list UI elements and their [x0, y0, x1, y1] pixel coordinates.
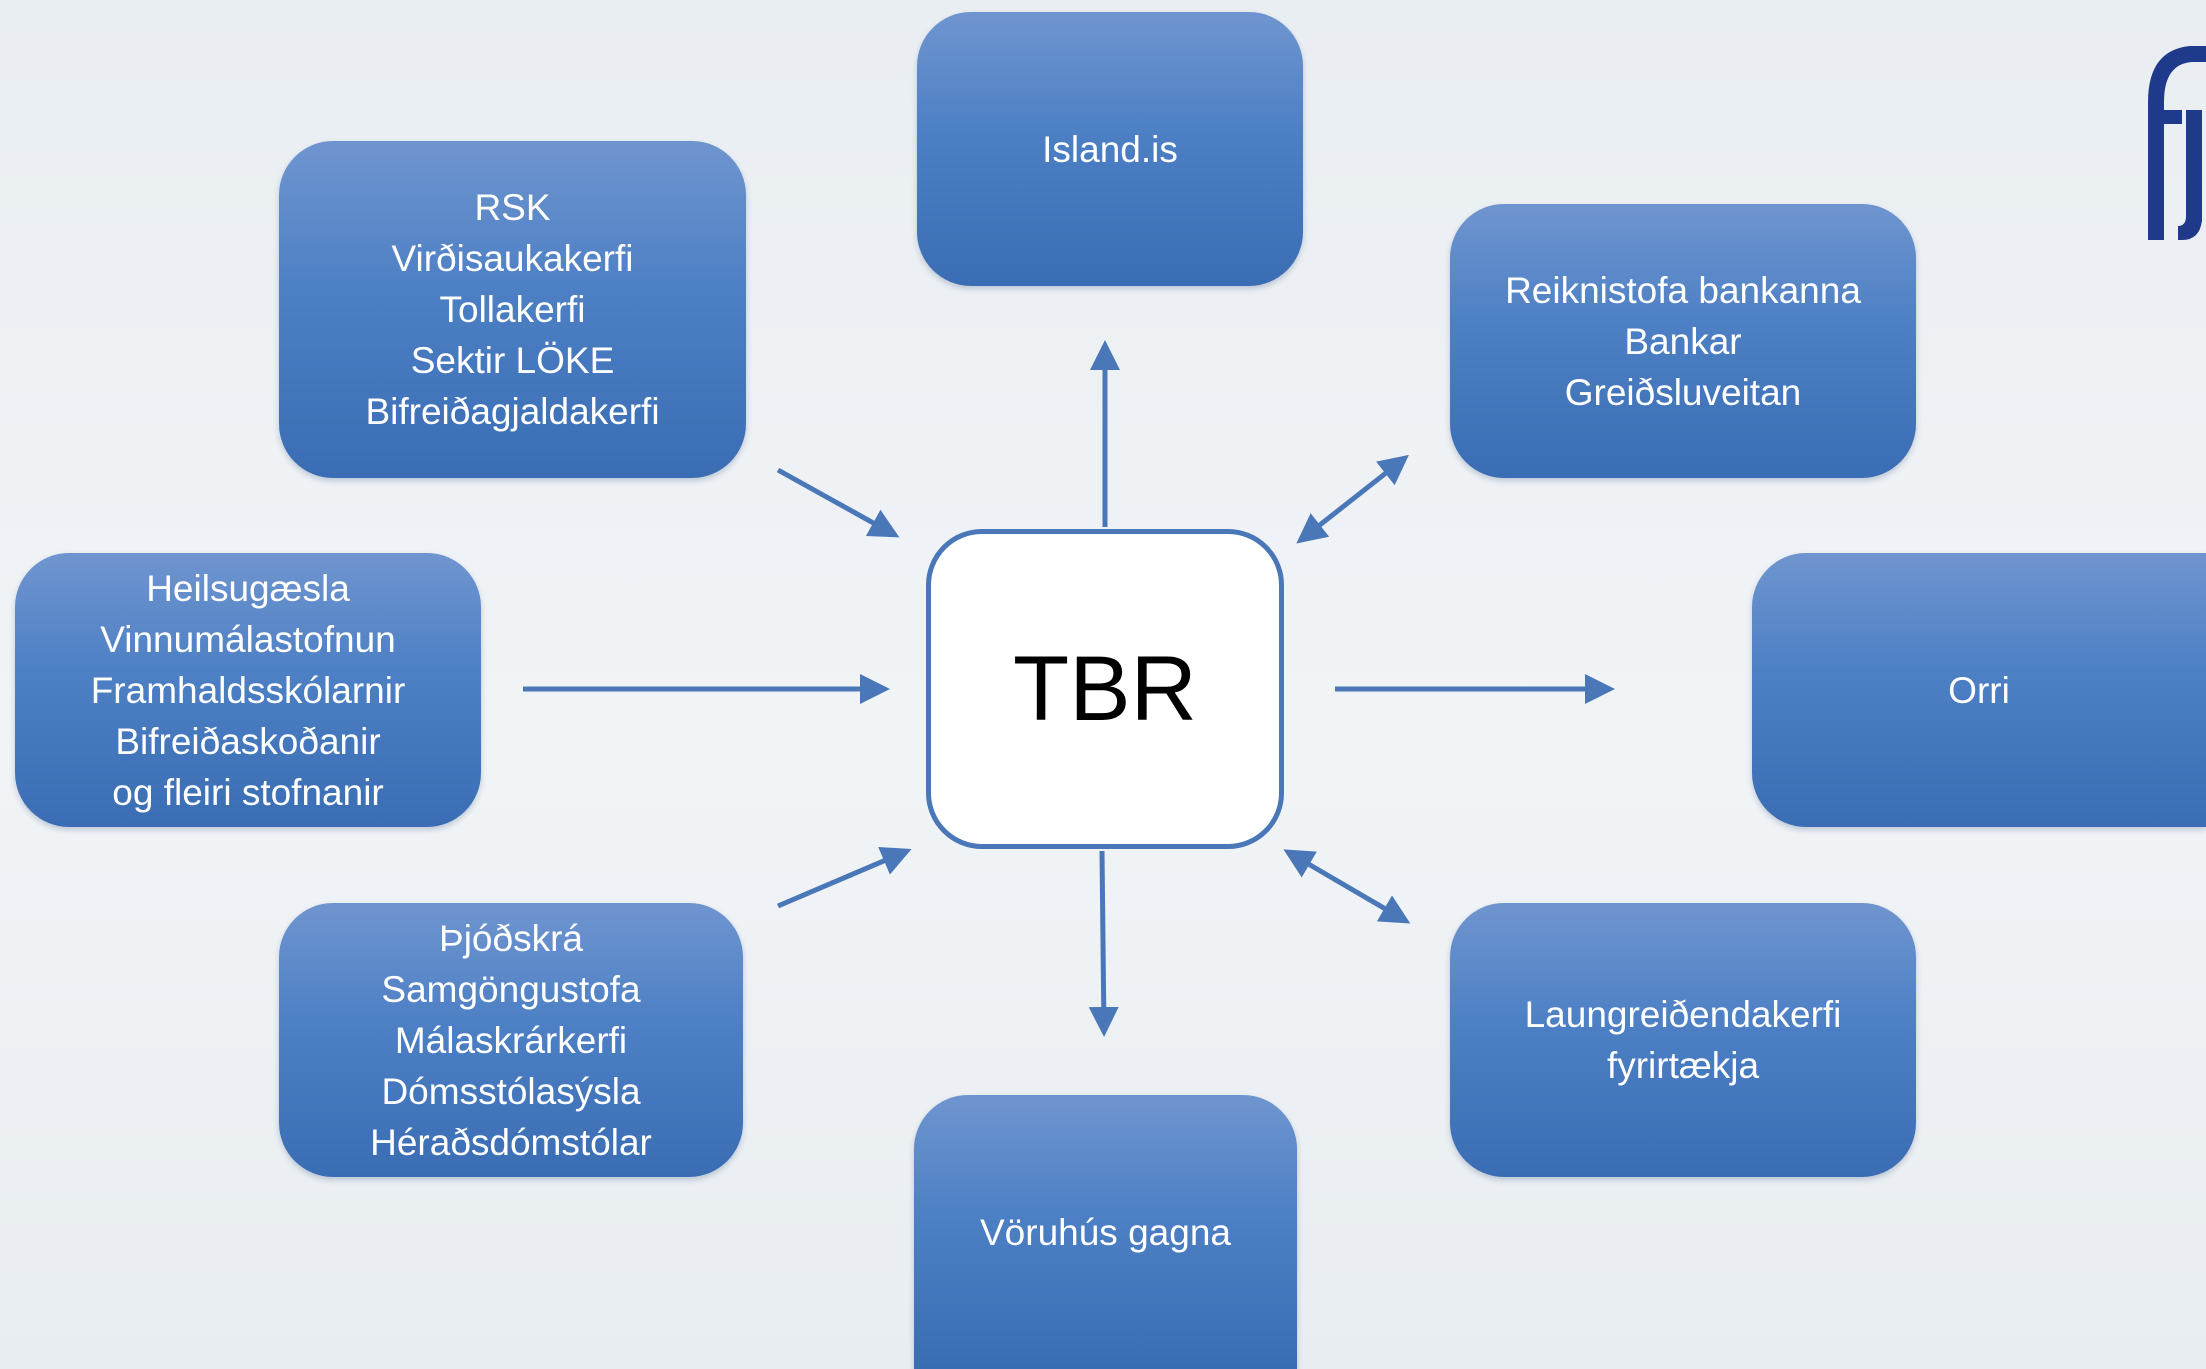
node-line: Dómsstólasýsla [381, 1070, 641, 1112]
node-line: Heilsugæsla [146, 567, 350, 609]
arrow-reiknistofa-both [1296, 454, 1409, 544]
node-line: Virðisaukakerfi [391, 238, 634, 279]
node-voruhus: Vöruhús gagna [914, 1095, 1297, 1369]
node-line: RSK [474, 187, 551, 228]
arrow-to-voruhus [1088, 850, 1119, 1037]
node-line: Framhaldsskólarnir [90, 669, 406, 711]
node-line: Héraðsdómstólar [370, 1121, 652, 1163]
node-line: Sektir LÖKE [410, 340, 615, 381]
center-node-tbr: TBR [926, 529, 1284, 849]
node-line: Vinnumálastofnun [100, 618, 396, 660]
node-line: Málaskrárkerfi [394, 1019, 628, 1061]
node-line: Bifreiðaskoðanir [115, 720, 381, 762]
node-line: Reiknistofa bankanna [1505, 269, 1861, 311]
node-line: Þjóðskrá [439, 917, 583, 959]
node-orri: Orri [1752, 553, 2206, 827]
node-line: Vöruhús gagna [980, 1211, 1231, 1253]
node-island: Island.is [917, 12, 1303, 286]
node-line: Laungreiðendakerfi [1524, 994, 1842, 1035]
node-line: Greiðsluveitan [1564, 371, 1802, 413]
node-line: fyrirtækja [1606, 1045, 1760, 1086]
arrow-from-rsk [776, 467, 900, 538]
arrow-from-thjodskra [777, 847, 912, 909]
node-thjodskra: Þjóðskrá Samgöngustofa Málaskrárkerfi Dó… [279, 903, 743, 1177]
node-line: og fleiri stofnanir [112, 771, 384, 813]
arrow-laungreidenda-both [1283, 849, 1411, 924]
node-line: Tollakerfi [439, 289, 586, 330]
node-line: Orri [1948, 669, 2010, 711]
node-line: Samgöngustofa [381, 968, 641, 1010]
node-reiknistofa: Reiknistofa bankanna Bankar Greiðsluveit… [1450, 204, 1916, 478]
fj-monogram-icon [2148, 46, 2206, 240]
node-heilsugaesla: Heilsugæsla Vinnumálastofnun Framhaldssk… [15, 553, 481, 827]
center-label: TBR [1013, 637, 1197, 740]
node-laungreidenda: Laungreiðendakerfi fyrirtækja [1450, 903, 1916, 1177]
node-line: Island.is [1042, 128, 1178, 170]
node-line: Bifreiðagjaldakerfi [365, 391, 660, 432]
node-rsk: RSK Virðisaukakerfi Tollakerfi Sektir LÖ… [279, 141, 746, 478]
node-line: Bankar [1624, 320, 1742, 362]
